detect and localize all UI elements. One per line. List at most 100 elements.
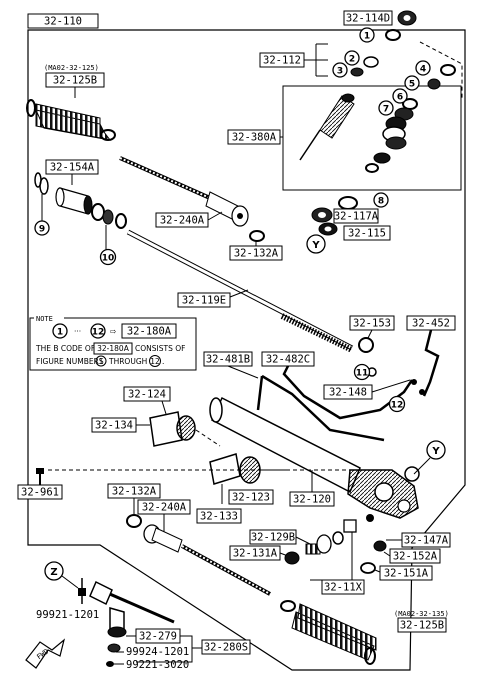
svg-text:Z: Z [50,567,57,578]
part-label-32-132A-bottom[interactable]: 32-132A [107,483,161,499]
svg-text:32-961: 32-961 [21,487,59,499]
part-label-32-280S[interactable]: 32-280S [201,639,251,655]
mount-bush-123 [209,453,261,485]
svg-text:FIGURE NUMBERS: FIGURE NUMBERS [36,357,104,366]
svg-text:32-133: 32-133 [200,511,238,523]
part-label-32-129B[interactable]: 32-129B [249,529,297,545]
part-label-32-152A[interactable]: 32-152A [389,548,441,564]
bearing-8-part [338,196,358,210]
svg-text:32-132A: 32-132A [112,486,157,498]
part-label-32-132A-top[interactable]: 32-132A [229,245,283,261]
cap-153 [358,337,374,353]
svg-text:CONSISTS OF: CONSISTS OF [135,344,185,353]
part-label-32-240A-bottom[interactable]: 32-240A [137,499,191,515]
svg-text:32-280S: 32-280S [204,642,248,654]
valve-subassembly-box [282,85,462,191]
svg-text:32-129B: 32-129B [251,532,295,544]
svg-text:32-11X: 32-11X [324,582,363,594]
part-label-32-125B-top[interactable]: 32-125B [45,72,105,88]
svg-text:32-380A: 32-380A [232,132,277,144]
part-number-99924-1201[interactable]: 99924-1201 [126,646,189,658]
svg-text:10: 10 [102,254,115,264]
connector-z[interactable]: Z [44,561,64,581]
connector-y-right[interactable]: Y [426,440,446,460]
svg-text:4: 4 [420,65,426,75]
part-label-32-123[interactable]: 32-123 [228,489,274,505]
part-label-32-110[interactable]: 32-110 [27,13,99,29]
reference-code-top: (MA02-32-125) [44,64,99,72]
part-number-99921-1201[interactable]: 99921-1201 [36,609,99,621]
part-label-32-112[interactable]: 32-112 [259,52,305,68]
connector-y-top[interactable]: Y [306,234,326,254]
part-label-32-148[interactable]: 32-148 [323,384,373,400]
part-label-32-481B[interactable]: 32-481B [203,351,253,367]
svg-text:32-148: 32-148 [329,387,367,399]
svg-text:1: 1 [364,32,370,42]
svg-text:1: 1 [99,357,104,366]
svg-text:32-131A: 32-131A [233,548,278,560]
ring-5-part [427,78,441,90]
pinion-valve-shaft [299,93,355,161]
mounting-bracket-134 [149,411,196,447]
svg-text:3: 3 [337,67,343,77]
part-label-32-117A[interactable]: 32-117A [333,208,379,224]
svg-text:Y: Y [311,240,320,251]
part-label-32-240A-top[interactable]: 32-240A [155,212,209,228]
svg-text:32-123: 32-123 [232,492,270,504]
svg-text:11: 11 [356,369,369,379]
part-label-32-961[interactable]: 32-961 [17,484,63,500]
svg-text:32-180A: 32-180A [127,326,172,338]
svg-text:32-132A: 32-132A [234,248,279,260]
svg-text:12: 12 [391,401,404,411]
svg-text:32-125B: 32-125B [53,75,97,87]
part-label-32-151A[interactable]: 32-151A [379,565,433,581]
part-label-32-154A[interactable]: 32-154A [45,159,99,175]
inner-tie-rod-top [119,156,249,227]
part-label-32-124[interactable]: 32-124 [123,386,171,402]
ring-1-part [385,29,401,41]
callout-12: 12 [388,395,406,413]
svg-text:5: 5 [409,80,415,90]
part-label-32-147A[interactable]: 32-147A [401,532,451,548]
svg-text:32-452: 32-452 [412,318,450,330]
part-label-32-115[interactable]: 32-115 [343,225,391,241]
part-label-32-120[interactable]: 32-120 [289,491,335,507]
svg-text:32-117A: 32-117A [334,211,379,223]
svg-text:32-240A: 32-240A [142,502,187,514]
part-label-32-125B-bottom[interactable]: 32-125B [397,617,447,633]
seal-stack [365,98,418,173]
svg-text:32-134: 32-134 [95,420,133,432]
ring-3-part [350,67,364,77]
part-label-32-114D[interactable]: 32-114D [343,10,393,26]
part-label-32-133[interactable]: 32-133 [196,508,242,524]
svg-text:32-240A: 32-240A [160,215,205,227]
assembly-boundary [27,29,466,671]
boot-bottom-right [280,600,377,665]
callout-7: 7 [378,100,394,116]
callout-8: 8 [373,192,389,208]
part-number-99221-3020[interactable]: 99221-3020 [126,659,189,671]
part-label-32-452[interactable]: 32-452 [406,315,456,331]
lock-washer-top [249,230,265,242]
part-label-32-11X[interactable]: 32-11X [321,579,365,595]
pressure-pipe-481B [256,374,385,442]
svg-text:32-110: 32-110 [44,16,82,28]
part-label-32-380A[interactable]: 32-380A [227,129,281,145]
svg-text:6: 6 [397,93,403,103]
svg-text:32-152A: 32-152A [393,551,438,563]
svg-text:32-112: 32-112 [263,55,301,67]
svg-text:12: 12 [92,328,105,338]
bushing-assembly [34,172,127,229]
part-label-32-131A[interactable]: 32-131A [229,545,281,561]
svg-text:Y: Y [431,446,440,457]
svg-text:32-482C: 32-482C [266,354,310,366]
part-label-32-119E[interactable]: 32-119E [177,292,231,308]
part-label-32-153[interactable]: 32-153 [349,315,395,331]
svg-text:32-147A: 32-147A [404,535,449,547]
svg-text:32-115: 32-115 [348,228,386,240]
part-label-32-482C[interactable]: 32-482C [261,351,315,367]
part-label-32-134[interactable]: 32-134 [91,417,137,433]
part-label-32-279[interactable]: 32-279 [135,628,181,644]
